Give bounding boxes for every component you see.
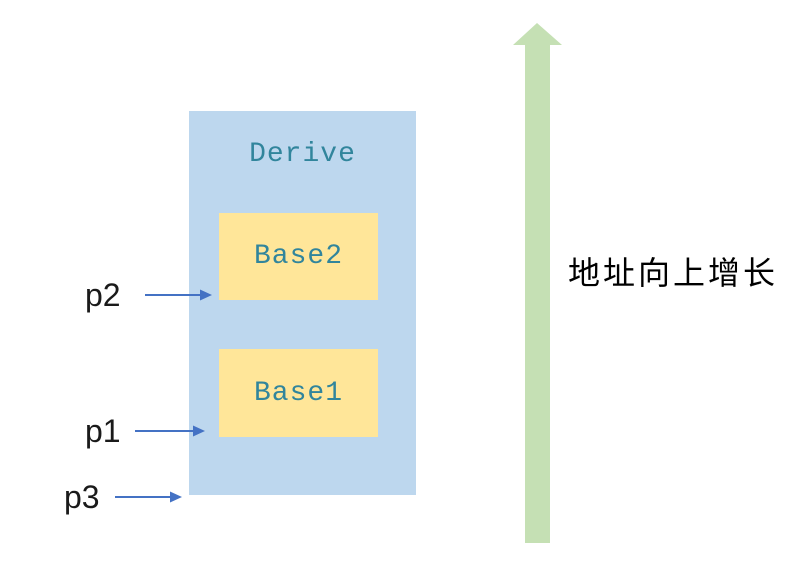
pointer-label-p3: p3 [64,478,100,515]
address-direction-label: 地址向上增长 [568,255,779,291]
pointer-label-p2: p2 [85,276,121,313]
derive-box: Derive Base2 Base1 [189,111,416,495]
address-growth-arrow [513,23,562,543]
derive-label: Derive [249,139,356,170]
base1-label: Base1 [253,377,343,409]
base2-box: Base2 [219,213,378,300]
base1-box: Base1 [219,349,378,437]
base2-label: Base2 [253,241,343,272]
p3-arrow [115,491,182,503]
pointer-label-p1: p1 [85,412,121,449]
